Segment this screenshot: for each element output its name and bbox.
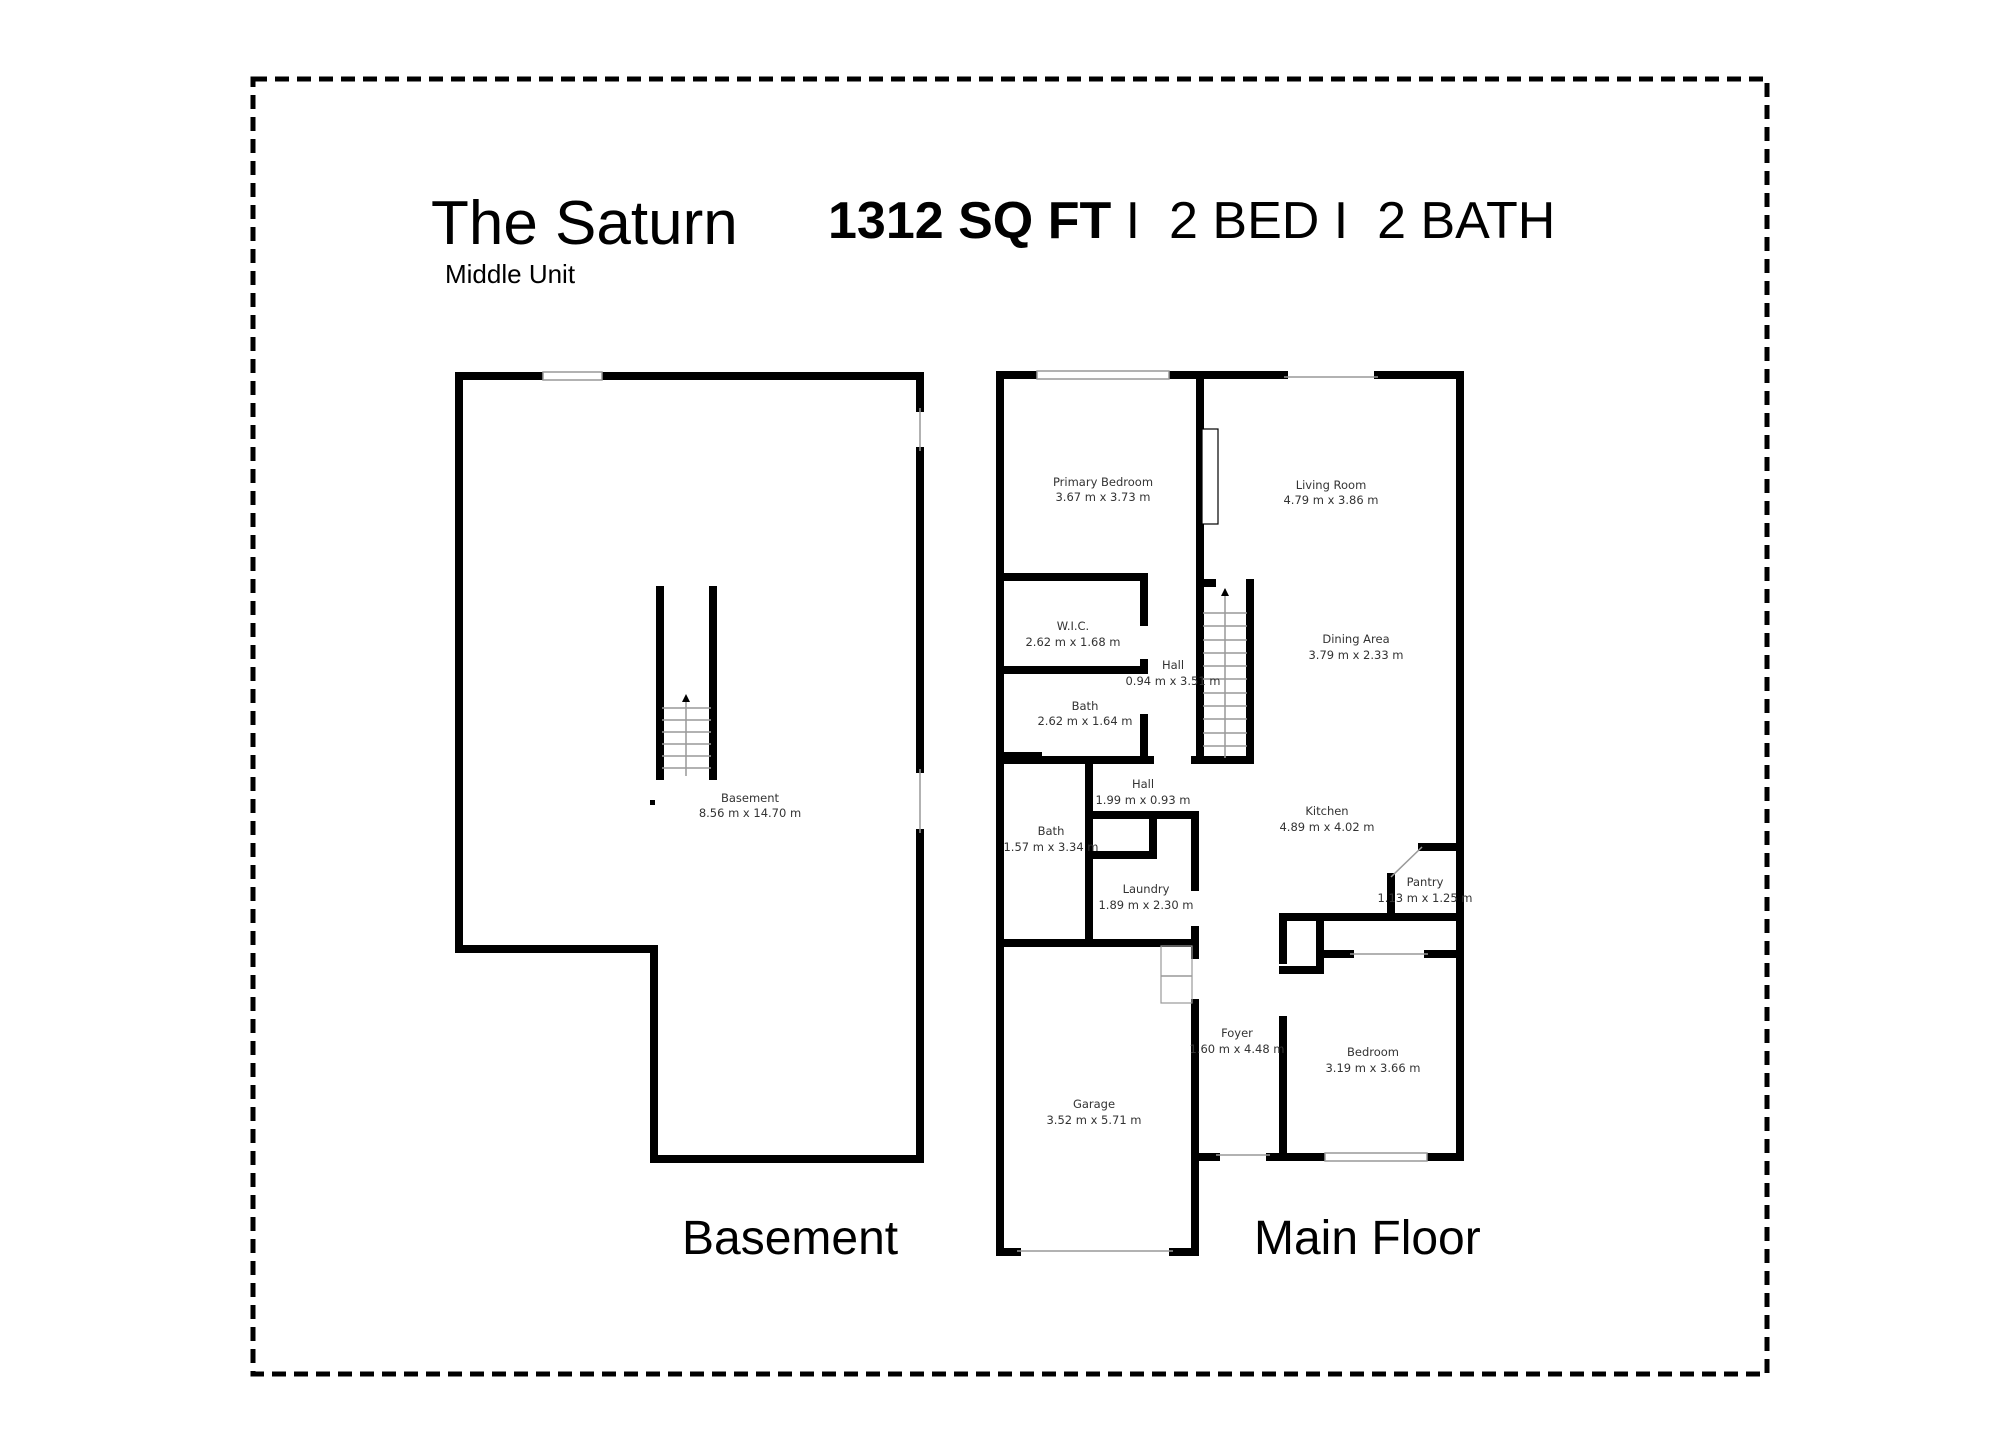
room-dims: 8.56 m x 14.70 m	[699, 806, 801, 820]
room-dims: 1.60 m x 4.48 m	[1189, 1042, 1284, 1056]
plan-subtitle: Middle Unit	[445, 259, 576, 289]
room-name: Primary Bedroom	[1053, 475, 1153, 489]
main-stairs	[1160, 588, 1247, 1004]
room-name: Kitchen	[1305, 804, 1348, 818]
room-name: Dining Area	[1322, 632, 1389, 646]
basement-stairs	[656, 586, 717, 780]
room-dims: 3.67 m x 3.73 m	[1055, 490, 1150, 504]
plan-specs: 1312 SQ FT I 2 BED I 2 BATH	[828, 192, 1555, 250]
room-dims: 3.79 m x 2.33 m	[1308, 648, 1403, 662]
room-name: Bedroom	[1347, 1045, 1399, 1059]
room-dims: 4.89 m x 4.02 m	[1279, 820, 1374, 834]
room-dims: 1.13 m x 1.25 m	[1377, 891, 1472, 905]
room-dims: 4.79 m x 3.86 m	[1283, 493, 1378, 507]
room-labels: Primary Bedroom 3.67 m x 3.73 m Living R…	[1003, 475, 1472, 1127]
room-name: Basement	[721, 791, 780, 805]
room-name: Laundry	[1123, 882, 1170, 896]
window	[1036, 370, 1170, 380]
bed-bath: I 2 BED I 2 BATH	[1111, 192, 1555, 250]
plan-title: The Saturn	[431, 189, 738, 258]
room-name: Foyer	[1221, 1026, 1253, 1040]
window	[542, 371, 603, 381]
room-dims: 1.89 m x 2.30 m	[1098, 898, 1193, 912]
main-floor-plan: Primary Bedroom 3.67 m x 3.73 m Living R…	[996, 370, 1481, 1265]
room-dims: 0.94 m x 3.51 m	[1125, 674, 1220, 688]
room-name: Bath	[1038, 824, 1065, 838]
fireplace	[1201, 428, 1219, 525]
main-floor-label: Main Floor	[1254, 1212, 1481, 1265]
room-name: Pantry	[1407, 875, 1444, 889]
room-dims: 1.57 m x 3.34 m	[1003, 840, 1098, 854]
room-name: Garage	[1073, 1097, 1115, 1111]
basement-label: Basement	[682, 1212, 898, 1265]
room-dims: 3.52 m x 5.71 m	[1046, 1113, 1141, 1127]
window	[1324, 1152, 1428, 1162]
basement-plan: Basement 8.56 m x 14.70 m Basement	[455, 371, 924, 1265]
room-dims: 1.99 m x 0.93 m	[1095, 793, 1190, 807]
room-dims: 3.19 m x 3.66 m	[1325, 1061, 1420, 1075]
room-name: Hall	[1132, 777, 1154, 791]
room-dims: 2.62 m x 1.68 m	[1025, 635, 1120, 649]
room-name: W.I.C.	[1057, 619, 1089, 633]
room-name: Living Room	[1296, 478, 1367, 492]
room-dims: 2.62 m x 1.64 m	[1037, 714, 1132, 728]
dashed-border	[250, 76, 1770, 1377]
room-name: Hall	[1162, 658, 1184, 672]
sqft: 1312 SQ FT	[828, 192, 1111, 250]
room-name: Bath	[1072, 699, 1099, 713]
